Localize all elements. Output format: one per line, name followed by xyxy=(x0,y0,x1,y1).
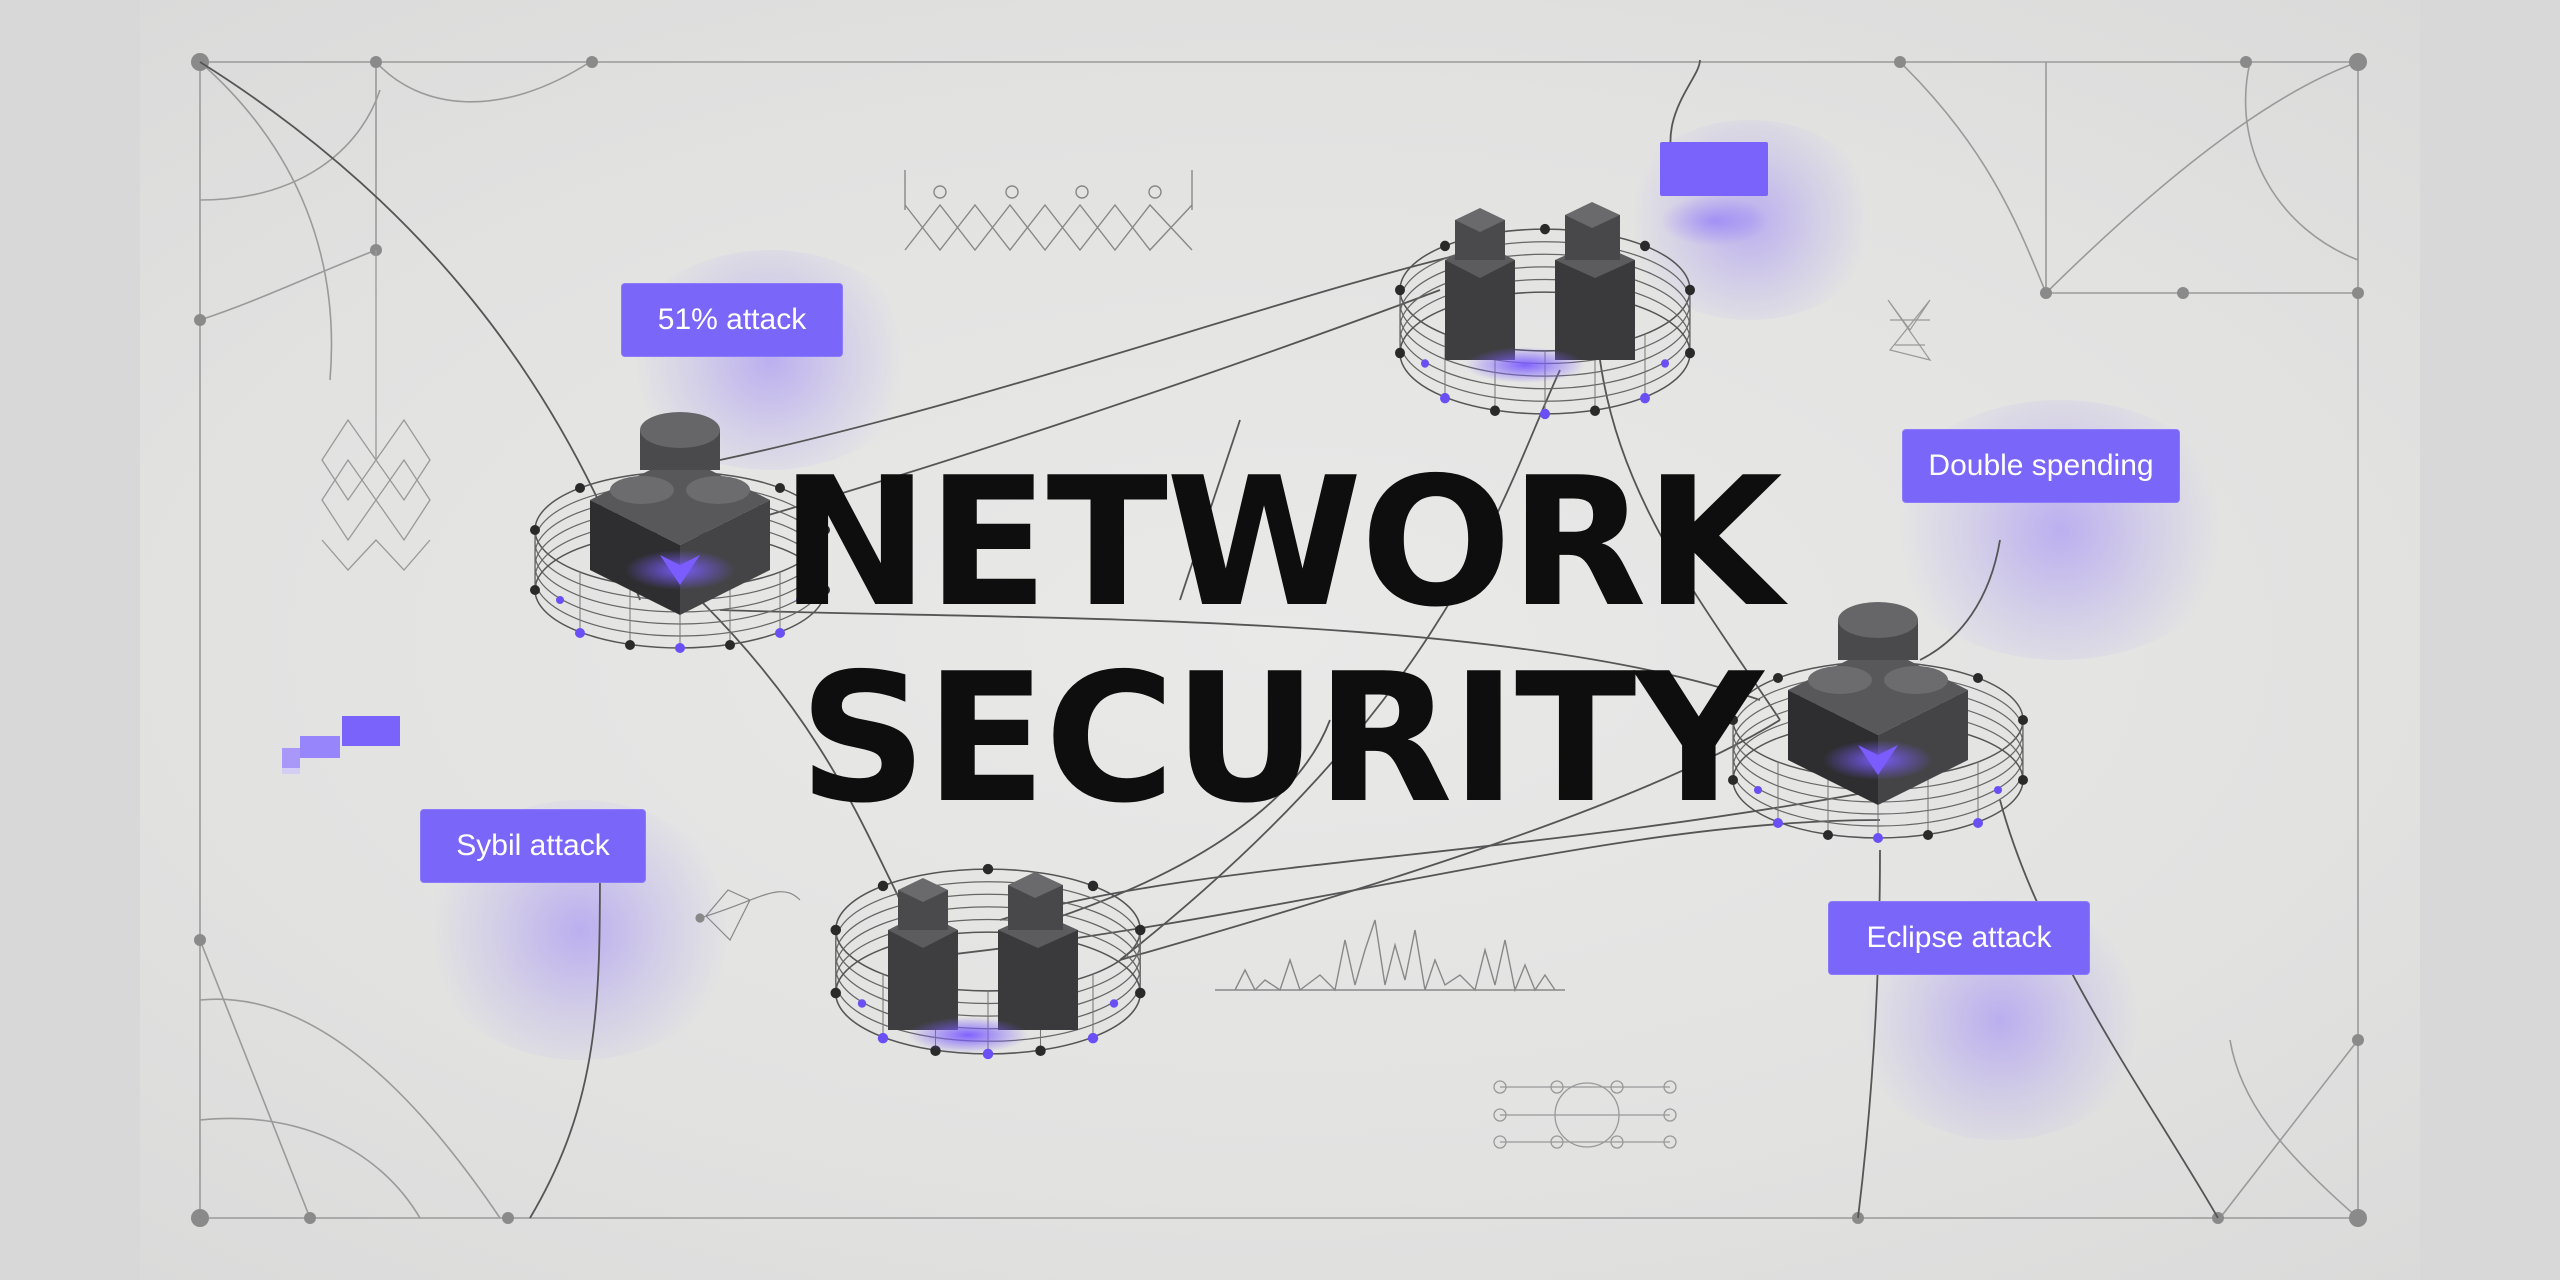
waveform xyxy=(1215,919,1565,993)
step-blocks xyxy=(282,716,400,774)
hub-motif xyxy=(1493,1080,1677,1149)
lattice-left xyxy=(321,250,431,571)
server-node-icon-right xyxy=(1788,602,1968,805)
frame-lines xyxy=(199,61,2359,1219)
title-line-network: NETWORK xyxy=(780,439,1783,646)
circuit-motif-top xyxy=(904,170,1193,252)
tag-51-attack: 51% attack xyxy=(622,284,842,356)
title-line-security: SECURITY xyxy=(798,635,1764,842)
node-top xyxy=(1394,202,1696,420)
tag-eclipse-attack: Eclipse attack xyxy=(1829,902,2089,974)
tag-double-spending: Double spending xyxy=(1903,430,2179,502)
tag-sybil-attack: Sybil attack xyxy=(421,810,645,882)
accent-block-top xyxy=(1660,142,1768,196)
server-pair-icon-bottom xyxy=(888,872,1078,1053)
frame-dots xyxy=(191,53,2367,1227)
network-links xyxy=(199,59,2219,1219)
page-title: NETWORK SECURITY xyxy=(780,439,1783,842)
server-node-icon xyxy=(590,412,770,615)
node-bottom xyxy=(829,863,1147,1060)
sybil-motif xyxy=(695,889,801,942)
lattice-right xyxy=(1887,299,1932,361)
